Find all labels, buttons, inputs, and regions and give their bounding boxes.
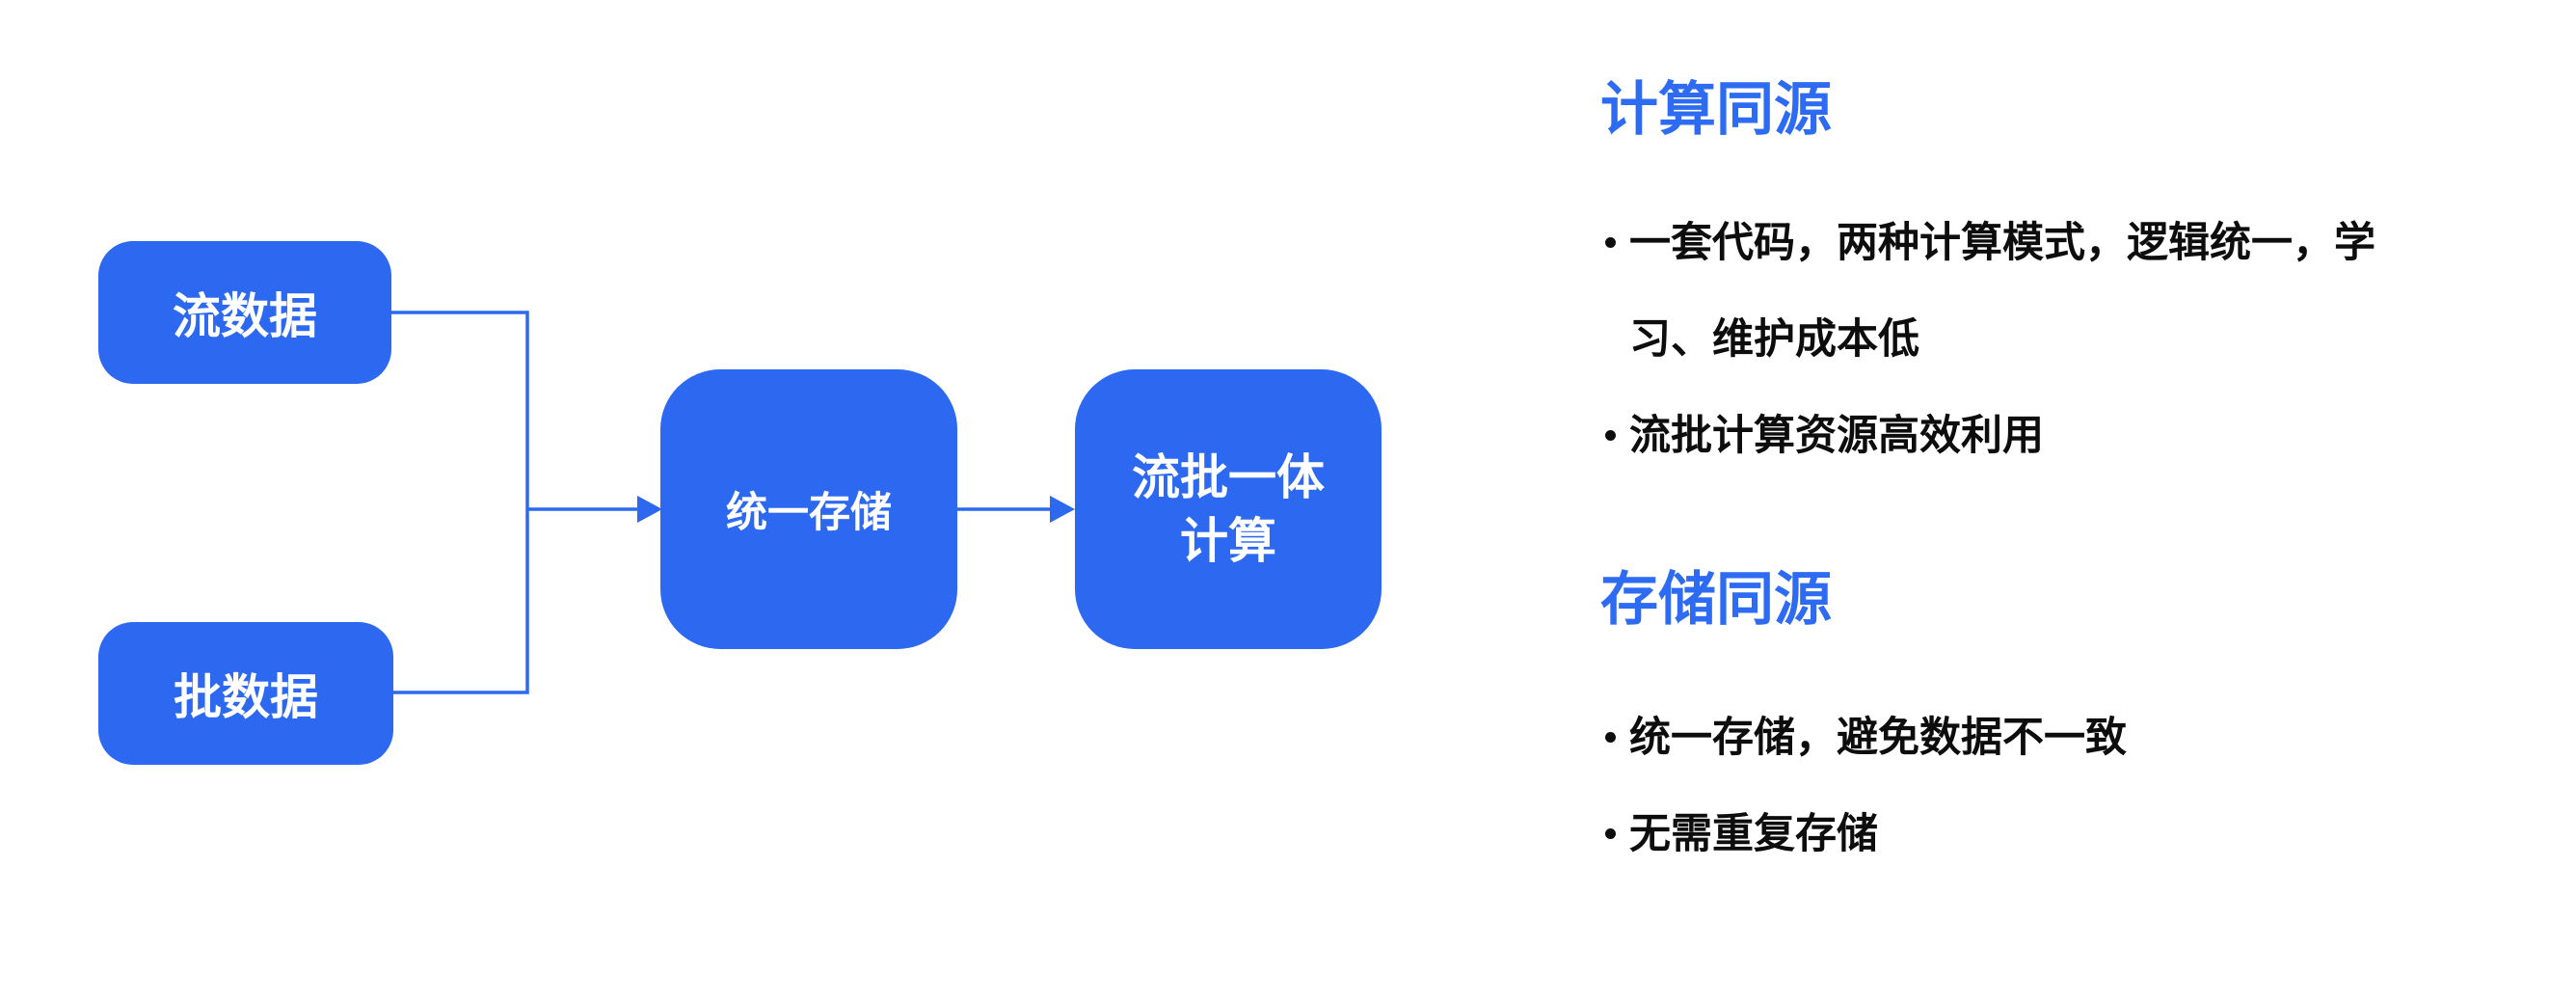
node-label: 流数据 [173,289,317,343]
node-stream-batch-compute: 流批一体 计算 [1075,369,1382,649]
bullet-text: 流批计算资源高效利用 [1629,413,2044,459]
elbow-connector [391,311,529,694]
bullet-list-storage-source: 统一存储，避免数据不一致 无需重复存储 [1605,690,2391,882]
node-label: 统一存储 [726,490,892,536]
node-label: 流批一体 计算 [1132,450,1325,568]
bullet-text: 统一存储，避免数据不一致 [1629,715,2127,761]
bullet-text: 一套代码，两种计算模式，逻辑统一，学习、维护成本低 [1629,220,2375,363]
section-title-storage-source: 存储同源 [1600,567,1832,632]
arrow-to-storage-head [637,496,662,523]
list-item: 流批计算资源高效利用 [1605,388,2391,484]
node-batch-data: 批数据 [98,622,393,765]
bullet-text: 无需重复存储 [1629,811,1878,857]
bullet-dot-icon [1605,732,1616,743]
arrow-to-compute-head [1050,496,1075,523]
bullet-dot-icon [1605,237,1616,248]
list-item: 一套代码，两种计算模式，逻辑统一，学习、维护成本低 [1605,195,2391,388]
list-item: 无需重复存储 [1605,786,2391,882]
section-title-compute-source: 计算同源 [1600,77,1832,142]
node-label: 批数据 [174,670,318,724]
list-item: 统一存储，避免数据不一致 [1605,690,2391,786]
bullet-dot-icon [1605,430,1616,441]
node-unified-storage: 统一存储 [660,369,957,649]
bullet-list-compute-source: 一套代码，两种计算模式，逻辑统一，学习、维护成本低 流批计算资源高效利用 [1605,195,2391,484]
node-stream-data: 流数据 [98,241,391,384]
bullet-dot-icon [1605,828,1616,839]
